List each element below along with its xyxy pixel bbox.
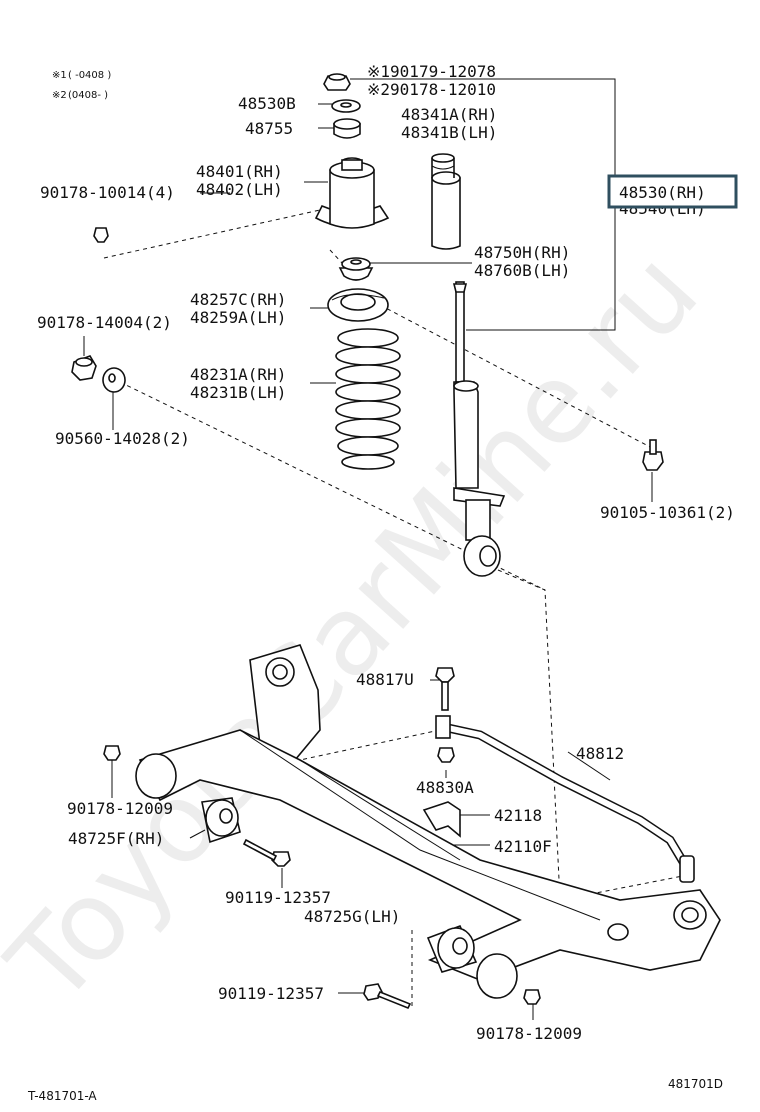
label-48817u: 48817U xyxy=(356,670,414,689)
bushing-48725g xyxy=(426,924,518,999)
dashed-line-mount xyxy=(103,209,321,259)
washer-48530b-hole xyxy=(340,102,352,108)
label-90178-12010: ※290178-12010 xyxy=(367,80,496,99)
label-48341b: 48341B(LH) xyxy=(401,123,497,142)
stabilizer-bar-48812 xyxy=(435,715,695,883)
label-42118: 42118 xyxy=(494,806,542,825)
cushion-48755 xyxy=(333,118,361,139)
label-48530b: 48530B xyxy=(238,94,296,113)
note-2-range: (0408- ) xyxy=(68,90,108,101)
bumper-48341a xyxy=(431,153,461,250)
nut-90178-14004 xyxy=(71,355,97,381)
seat-48257c xyxy=(327,288,389,322)
label-90119-12357-a: 90119-12357 xyxy=(225,888,331,907)
dashed-line-upper-bolt xyxy=(379,304,653,449)
highlight-box[interactable] xyxy=(607,174,738,209)
label-90178-10014: 90178-10014(4) xyxy=(40,183,175,202)
label-48725f: 48725F(RH) xyxy=(68,829,164,848)
nut-90178-12009-a xyxy=(103,745,121,761)
leader-48725f xyxy=(189,829,206,839)
washer-90560-14028 xyxy=(102,367,126,393)
label-90105-10361: 90105-10361(2) xyxy=(600,503,735,522)
label-48341a: 48341A(RH) xyxy=(401,105,497,124)
highlight-background xyxy=(609,176,736,207)
insulator-48750h xyxy=(338,257,374,281)
label-48755: 48755 xyxy=(245,119,293,138)
label-48257c: 48257C(RH) xyxy=(190,290,286,309)
label-48402: 48402(LH) xyxy=(196,180,283,199)
label-48830a: 48830A xyxy=(416,778,474,797)
label-48259a: 48259A(LH) xyxy=(190,308,286,327)
label-48725g: 48725G(LH) xyxy=(304,907,400,926)
label-42110f: 42110F xyxy=(494,837,552,856)
dashed-line-shock-lower xyxy=(497,569,561,901)
bushing-48725f xyxy=(135,753,241,844)
label-90178-12009-a: 90178-12009 xyxy=(67,799,173,818)
label-48231a: 48231A(RH) xyxy=(190,365,286,384)
nut-90178-12009-b xyxy=(523,989,541,1005)
label-48750h: 48750H(RH) xyxy=(474,243,570,262)
bolt-90119-12357-b xyxy=(363,983,412,1010)
rear-axle-beam-42110f xyxy=(138,644,721,981)
note-1-range: ( -0408 ) xyxy=(68,70,111,81)
note-2-mark: ※2 xyxy=(52,90,67,101)
coil-spring-48231a xyxy=(335,328,401,470)
bolt-90105-10361 xyxy=(642,439,664,471)
bracket-42118 xyxy=(422,801,461,838)
shock-absorber-48530 xyxy=(452,281,506,577)
bolt-90178-10014 xyxy=(93,227,109,243)
bolt-90119-12357-a xyxy=(242,838,291,867)
support-48401 xyxy=(314,157,390,229)
label-90119-12357-b: 90119-12357 xyxy=(218,984,324,1003)
nut-top xyxy=(323,73,351,91)
nut-48830a xyxy=(437,747,455,763)
dashed-line-stabilizer-end xyxy=(559,874,689,901)
note-1-mark: ※1 xyxy=(52,70,67,81)
label-90560-14028: 90560-14028(2) xyxy=(55,429,190,448)
footer-right-code: 481701D xyxy=(668,1077,723,1091)
bolt-48817u xyxy=(435,667,455,711)
label-48401: 48401(RH) xyxy=(196,162,283,181)
label-90178-12009-b: 90178-12009 xyxy=(476,1024,582,1043)
label-48231b: 48231B(LH) xyxy=(190,383,286,402)
footer-left-code: T-481701-A xyxy=(27,1089,97,1103)
leader-48812 xyxy=(567,751,611,781)
label-48530[interactable]: 48530(RH) xyxy=(619,183,706,202)
label-48760b: 48760B(LH) xyxy=(474,261,570,280)
label-90179-12078: ※190179-12078 xyxy=(367,62,496,81)
label-90178-14004: 90178-14004(2) xyxy=(37,313,172,332)
label-48812: 48812 xyxy=(576,744,624,763)
